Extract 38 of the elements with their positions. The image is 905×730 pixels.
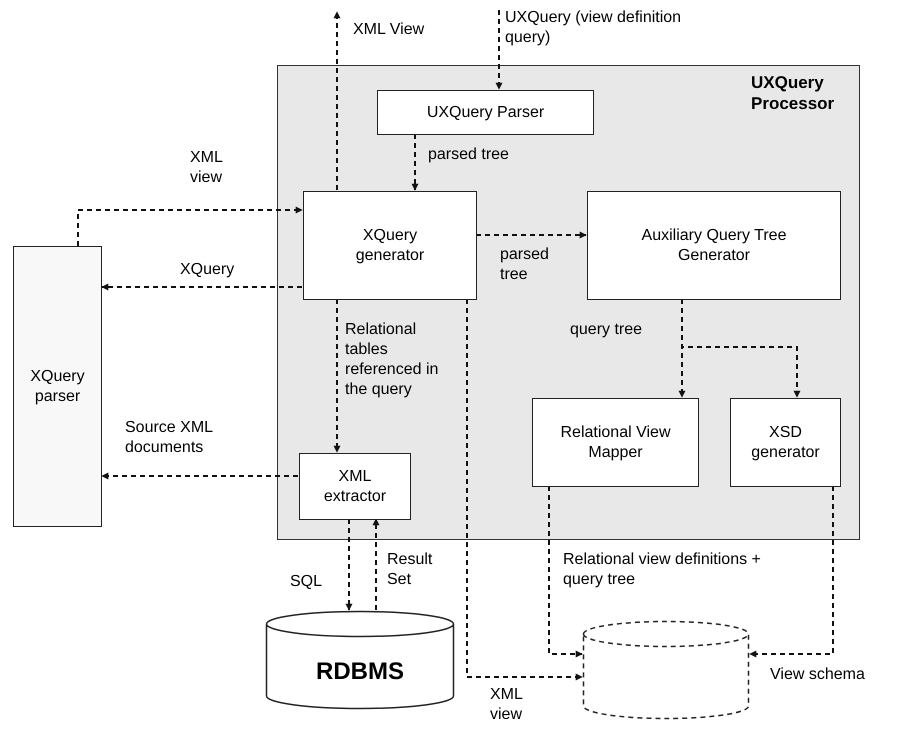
edge-label: query tree xyxy=(570,320,644,340)
edge-label: Relational tables referenced in the query xyxy=(345,320,440,400)
dashed-arrow xyxy=(101,284,302,290)
process-box: Relational View Mapper xyxy=(532,398,699,487)
edge-label: SQL xyxy=(290,572,324,592)
dashed-arrow xyxy=(334,299,340,453)
edge-label: View schema xyxy=(770,665,866,685)
database-label: RDBMS xyxy=(315,658,405,686)
dashed-arrow xyxy=(77,206,303,246)
process-box: XML extractor xyxy=(299,453,411,520)
dashed-arrow xyxy=(334,11,340,190)
edge-label: Result Set xyxy=(387,550,434,590)
dashed-arrow xyxy=(101,472,298,480)
edge-label: XQuery xyxy=(180,260,236,280)
dashed-arrow xyxy=(548,486,583,658)
process-box: XQuery parser xyxy=(13,246,102,527)
dashed-arrow xyxy=(346,519,352,611)
edge-label: UXQuery (view definition query) xyxy=(505,8,682,48)
process-box: UXQuery Parser xyxy=(377,90,594,135)
process-box: Auxiliary Query Tree Generator xyxy=(587,191,841,300)
processor-panel xyxy=(277,65,860,540)
edge-label: Relational view definitions + query tree xyxy=(563,550,762,590)
dashed-arrow xyxy=(466,299,583,680)
edge-label: Source XML documents xyxy=(125,418,214,458)
dashed-arrow xyxy=(749,486,834,658)
dashed-arrow xyxy=(372,518,380,610)
edge-label: parsed tree xyxy=(428,145,510,165)
edge-label: XML view xyxy=(490,685,524,725)
panel-title: UXQuery Processor xyxy=(751,72,836,114)
dashed-arrow xyxy=(476,232,587,238)
edge-label: XML View xyxy=(353,20,426,40)
process-box: XQuery generator xyxy=(303,191,477,300)
process-box: XSD generator xyxy=(730,398,841,487)
dashed-arrow xyxy=(412,134,418,191)
edge-label: XML view xyxy=(190,148,224,188)
dashed-arrow xyxy=(681,299,800,398)
edge-label: parsed tree xyxy=(500,245,550,285)
dashed-arrow xyxy=(496,10,502,90)
